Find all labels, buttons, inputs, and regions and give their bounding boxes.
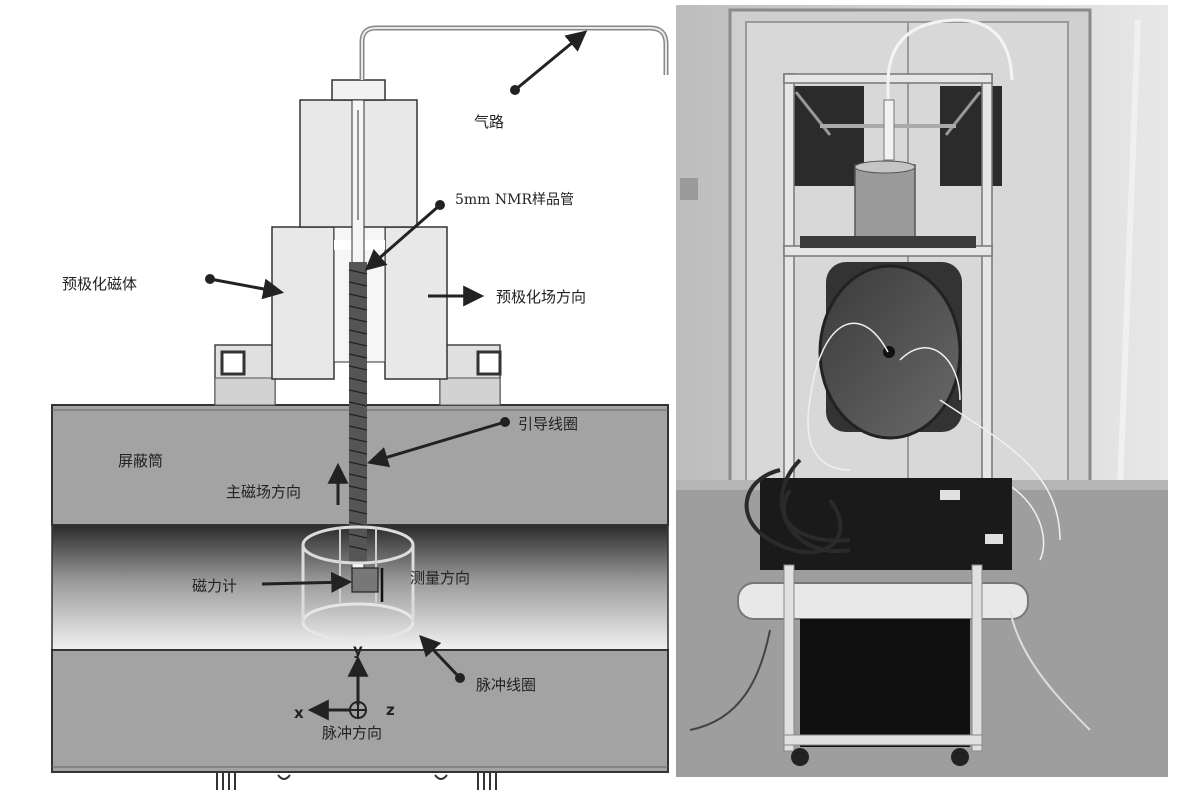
magnetometer-arrow — [261, 571, 353, 593]
cart-handle — [737, 582, 1029, 620]
gas-path-arrow — [514, 30, 588, 92]
prepolar-magnet-arrow — [209, 277, 285, 300]
guide-coil — [348, 262, 368, 562]
axis-z-label: z — [386, 701, 395, 719]
prepolar-magnet-can — [854, 164, 916, 244]
prepolar-magnet-label: 预极化磁体 — [62, 275, 137, 293]
support-feet — [216, 772, 497, 790]
pulse-dir-label: 脉冲方向 — [322, 724, 382, 742]
guide-coil-arrow — [366, 420, 506, 468]
axis-x-label: x — [294, 704, 304, 722]
profile-bracket-right — [439, 344, 502, 406]
gas-line — [359, 25, 669, 80]
nmr-tube-label: 5mm NMR样品管 — [455, 192, 574, 208]
z-axis-symbol — [349, 701, 367, 719]
prepolar-magnet-right — [384, 226, 448, 380]
measure-dir-label: 测量方向 — [410, 569, 470, 587]
profile-bracket-left — [214, 344, 276, 406]
axis-y-label: y — [353, 641, 363, 659]
magnetometer-sensor — [351, 567, 379, 593]
schematic-panel: 气路 5mm NMR样品管 预极化磁体 预极化场方向 屏蔽筒 引导线圈 主磁场方… — [51, 25, 669, 790]
shield-cylinder-label: 屏蔽筒 — [118, 452, 163, 470]
pulse-coil-label: 脉冲线圈 — [476, 676, 536, 694]
main-field-label: 主磁场方向 — [226, 483, 301, 501]
gas-path-label: 气路 — [474, 113, 504, 131]
tube-cap — [331, 79, 386, 101]
apparatus-photo-panel — [676, 5, 1168, 777]
prepolar-magnet-left — [271, 226, 335, 380]
cart-table — [760, 478, 1012, 570]
cart-body — [800, 619, 970, 747]
magnetometer-label: 磁力计 — [192, 577, 237, 595]
nmr-tube-arrow — [364, 203, 441, 271]
prepolar-field-label: 预极化场方向 — [496, 288, 586, 306]
guide-coil-label: 引导线圈 — [518, 415, 578, 433]
pulse-coil-arrow — [419, 634, 462, 680]
